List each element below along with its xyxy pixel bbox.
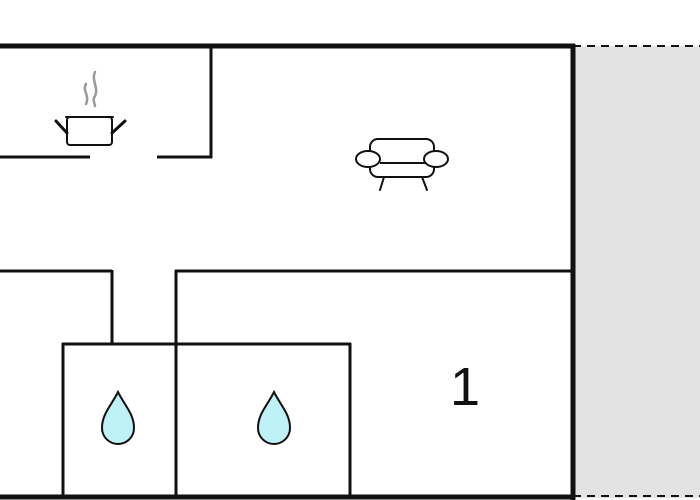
- water-drop-icon: [256, 389, 292, 445]
- sofa-icon: [355, 138, 449, 191]
- interior-walls: [0, 46, 573, 497]
- cooking-pot-icon: [54, 70, 127, 146]
- bedroom-number-label: 1: [450, 357, 480, 417]
- terrace-fill: [573, 46, 700, 498]
- terrace-area: [573, 45, 700, 498]
- water-drop-icon: [100, 389, 136, 445]
